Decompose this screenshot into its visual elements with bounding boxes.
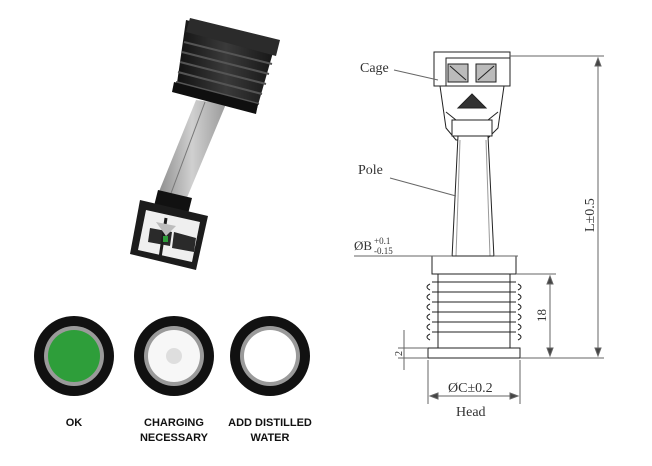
drawing-pole: [451, 135, 495, 259]
label-cage: Cage: [360, 61, 389, 76]
dimension-lines: [354, 55, 604, 404]
label-dim-c: ØC±0.2: [448, 381, 493, 396]
label-dim-l: L±0.5: [583, 198, 598, 232]
drawing-head: [426, 255, 522, 359]
indicator-ok: [34, 316, 114, 396]
label-ok: OK: [65, 417, 83, 429]
label-head: Head: [456, 405, 486, 420]
label-dim-2: 2: [394, 351, 405, 356]
label-dim-18: 18: [534, 309, 549, 322]
render-head: [172, 18, 280, 114]
drawing-cage: [433, 51, 511, 141]
indicator-water: [230, 316, 310, 396]
label-dim-b-tol-lower: -0.15: [374, 246, 393, 256]
label-dim-b: ØB: [354, 238, 372, 253]
render-pole: [158, 100, 226, 200]
label-charging: CHARGING NECESSARY: [139, 417, 209, 444]
indicator-charging-dot: [166, 348, 182, 364]
indicator-charging: [134, 316, 214, 396]
label-dim-b-tol-upper: +0.1: [374, 236, 390, 246]
label-pole: Pole: [358, 163, 383, 178]
product-render: [130, 18, 280, 270]
render-cage: [130, 190, 208, 270]
indicator-ok-center: [48, 330, 100, 382]
leader-lines: [389, 69, 457, 197]
label-distilled-water: ADD DISTILLED WATER: [228, 417, 312, 444]
